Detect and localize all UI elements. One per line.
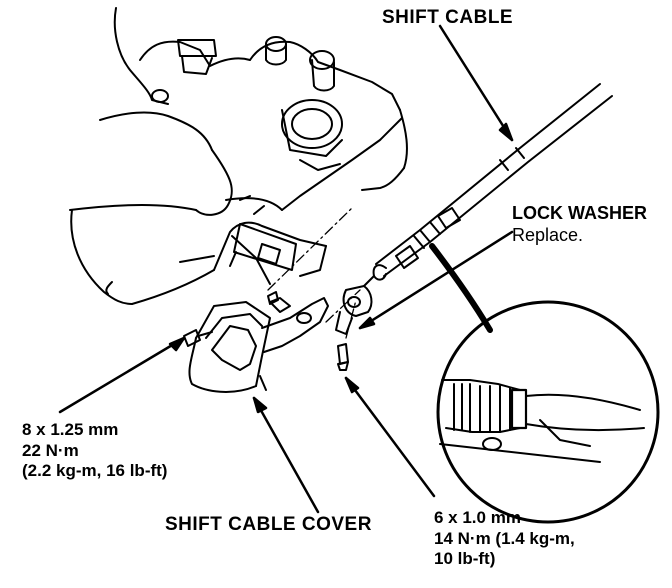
- lock-washer-callout: LOCK WASHER Replace.: [512, 203, 647, 247]
- bolt-left-torque: 22 N·m: [22, 440, 79, 460]
- shift-cable-cover: [188, 297, 329, 393]
- detail-leader: [429, 243, 493, 333]
- bolt-left-size: 8 x 1.25 mm: [22, 420, 119, 439]
- lock-washer-note: Replace.: [512, 224, 584, 245]
- shift-cable: [372, 83, 613, 281]
- bolt-left-spec: 8 x 1.25 mm 22 N·m (2.2 kg-m, 16 lb-ft): [22, 420, 167, 482]
- shift-cable-cover-label: SHIFT CABLE COVER: [165, 514, 372, 535]
- bolt-right-torque: 14 N·m (1.4 kg-m,: [434, 528, 575, 548]
- callout-arrows: [58, 24, 514, 514]
- shift-cable-label: SHIFT CABLE: [382, 7, 514, 28]
- bolt-right-torque-alt: 10 lb-ft): [434, 549, 496, 569]
- case-mounting-pad: [229, 223, 297, 271]
- bolt-right-spec: 6 x 1.0 mm 14 N·m (1.4 kg-m, 10 lb-ft): [434, 508, 575, 570]
- mount-bosses: [151, 36, 343, 171]
- bolt-left-torque-alt: (2.2 kg-m, 16 lb-ft): [22, 461, 168, 481]
- bolt-right-size: 6 x 1.0 mm: [434, 508, 521, 527]
- transmission-case: [69, 7, 408, 305]
- cable-end-clevis: [335, 275, 375, 335]
- alignment-lines: [267, 207, 361, 339]
- bolts: [183, 291, 349, 371]
- lock-washer-detail: [436, 300, 660, 524]
- lock-washer-label: LOCK WASHER: [512, 203, 647, 223]
